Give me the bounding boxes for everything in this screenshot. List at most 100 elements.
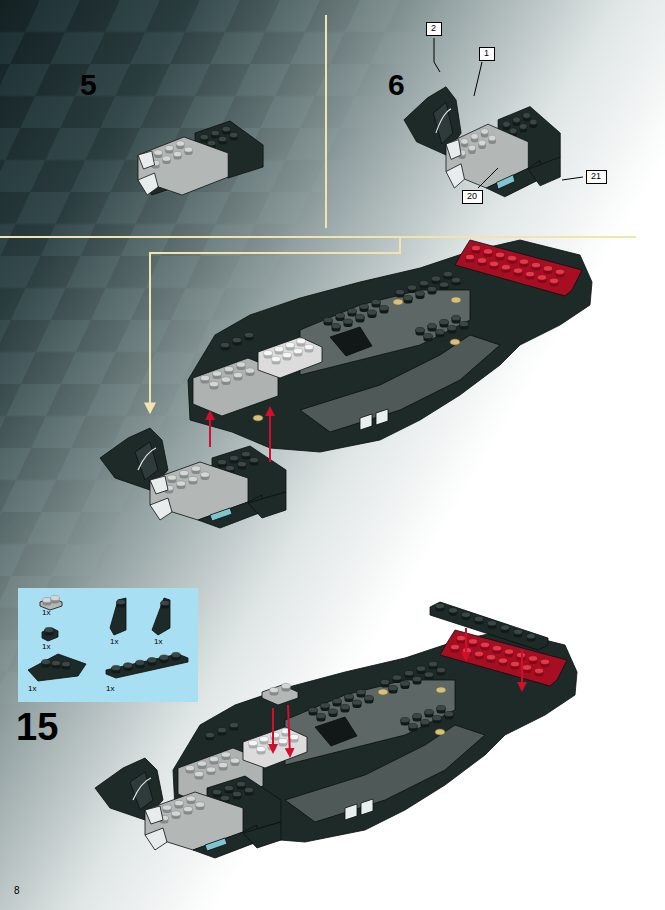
stud: [493, 646, 502, 651]
stud: [245, 332, 254, 337]
stud: [451, 644, 460, 649]
stud: [396, 289, 405, 294]
wing-curve: [138, 448, 156, 470]
stud: [206, 732, 215, 737]
stud: [452, 277, 461, 282]
placement-arrow: [209, 412, 211, 447]
stud: [416, 291, 425, 296]
grey-plate: [138, 137, 228, 195]
stud: [210, 756, 219, 761]
front-wedge: [198, 495, 262, 528]
callout-number: 1: [484, 48, 489, 58]
stud: [222, 377, 231, 382]
step-number: 6: [388, 70, 405, 100]
callout-number: 2: [431, 23, 436, 33]
wing-curve: [436, 109, 451, 133]
sticker: [496, 175, 514, 189]
white-tip: [138, 173, 158, 195]
stud: [529, 656, 538, 661]
parts-list-box: 1x1x1x1x1x1x: [18, 588, 198, 702]
stud: [207, 140, 215, 145]
step-divider: [0, 236, 636, 238]
stud: [180, 470, 189, 475]
stud: [466, 254, 475, 259]
sticker: [361, 799, 373, 815]
stud: [372, 299, 381, 304]
stud: [488, 135, 496, 141]
stud: [238, 461, 247, 466]
leader-line: [478, 168, 498, 188]
stud: [440, 319, 449, 324]
stud: [225, 785, 234, 790]
stud: [436, 603, 445, 608]
stud: [381, 679, 390, 684]
stud: [508, 256, 517, 261]
stud: [509, 128, 517, 134]
stud: [42, 659, 51, 664]
part-quantity: 1x: [110, 638, 118, 646]
stud: [487, 655, 496, 660]
stud: [192, 466, 201, 471]
stud: [246, 368, 255, 373]
stud: [218, 459, 227, 464]
stud: [211, 130, 219, 135]
stud: [424, 333, 433, 338]
stud: [233, 791, 242, 796]
step-15-front: [95, 758, 281, 858]
stud: [380, 305, 389, 310]
wing-piece: [528, 157, 560, 186]
stud: [201, 375, 210, 380]
stud: [117, 599, 126, 604]
part-quantity: 1x: [28, 685, 36, 693]
stud: [172, 652, 181, 657]
stud: [286, 342, 295, 347]
stud: [201, 472, 210, 477]
red-plate: [455, 240, 582, 296]
placement-arrow: [521, 650, 523, 690]
stud: [230, 132, 238, 137]
wing-plate: [28, 654, 86, 681]
grey-plate: [262, 685, 298, 705]
stud: [226, 465, 235, 470]
stud: [184, 147, 192, 152]
stud: [176, 141, 184, 146]
stud: [425, 672, 434, 677]
stud: [173, 151, 181, 156]
stud: [514, 629, 523, 634]
stud: [417, 666, 426, 671]
stud: [321, 703, 330, 708]
white-tip: [150, 498, 172, 520]
white-plate: [243, 727, 307, 768]
stud: [257, 746, 266, 751]
white-plate: [258, 337, 322, 378]
stud: [368, 310, 377, 315]
stud: [440, 282, 449, 287]
callout-box: 2: [426, 22, 442, 36]
stud: [421, 719, 430, 724]
sticker: [205, 838, 227, 851]
stud: [283, 352, 292, 357]
stud: [413, 713, 422, 718]
stud: [112, 665, 121, 670]
wing-piece: [130, 772, 153, 810]
stud: [221, 795, 230, 800]
stud: [348, 308, 357, 313]
stud: [345, 694, 354, 699]
wing-piece: [433, 102, 452, 144]
stud: [279, 738, 288, 743]
stud: [187, 796, 196, 801]
step-6-model: [404, 87, 560, 197]
stud: [471, 133, 479, 139]
step-5-model: [138, 121, 263, 195]
stud: [271, 732, 280, 737]
stud: [160, 655, 169, 660]
stud: [468, 145, 476, 151]
stud: [365, 695, 374, 700]
stud: [177, 481, 186, 486]
stud: [52, 660, 61, 665]
front-wedge: [486, 161, 540, 197]
stud: [234, 372, 243, 377]
stud: [496, 252, 505, 257]
stud: [175, 800, 184, 805]
stud: [333, 698, 342, 703]
